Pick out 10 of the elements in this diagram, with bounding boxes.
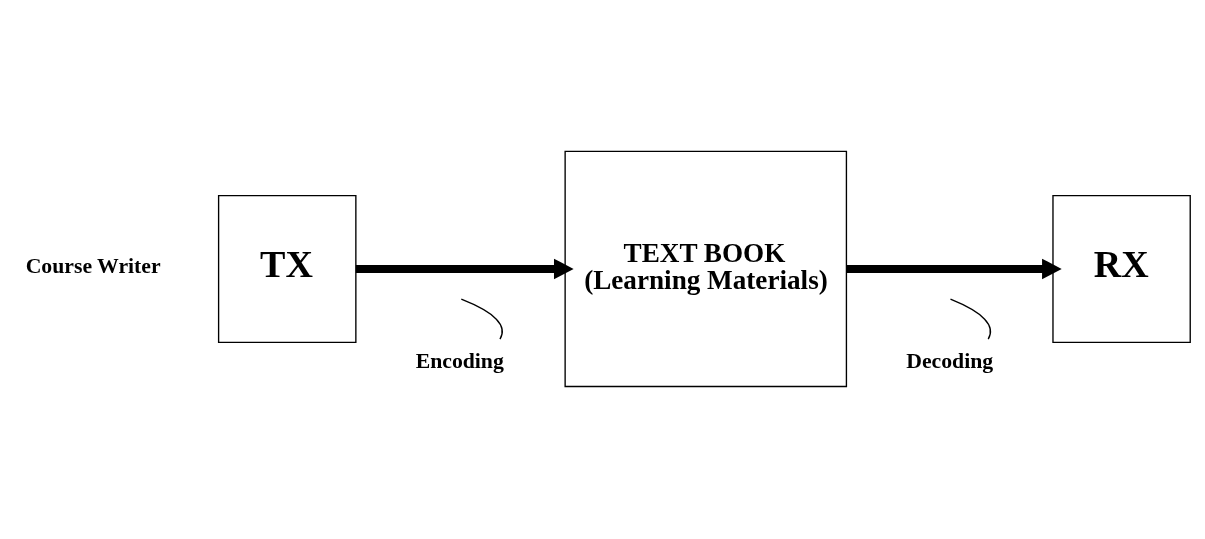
- arrow: [847, 258, 1062, 279]
- node-text: Decoding: [906, 348, 994, 373]
- node-box: RX: [1052, 194, 1191, 343]
- node-text: Encoding: [415, 348, 504, 373]
- connector: [949, 298, 992, 340]
- arrow: [355, 258, 574, 279]
- node-box: TX: [217, 194, 357, 343]
- connector: [460, 298, 503, 340]
- node-label: Course Writer: [25, 253, 161, 278]
- node-box: TEXT BOOK (Learning Materials): [564, 150, 848, 387]
